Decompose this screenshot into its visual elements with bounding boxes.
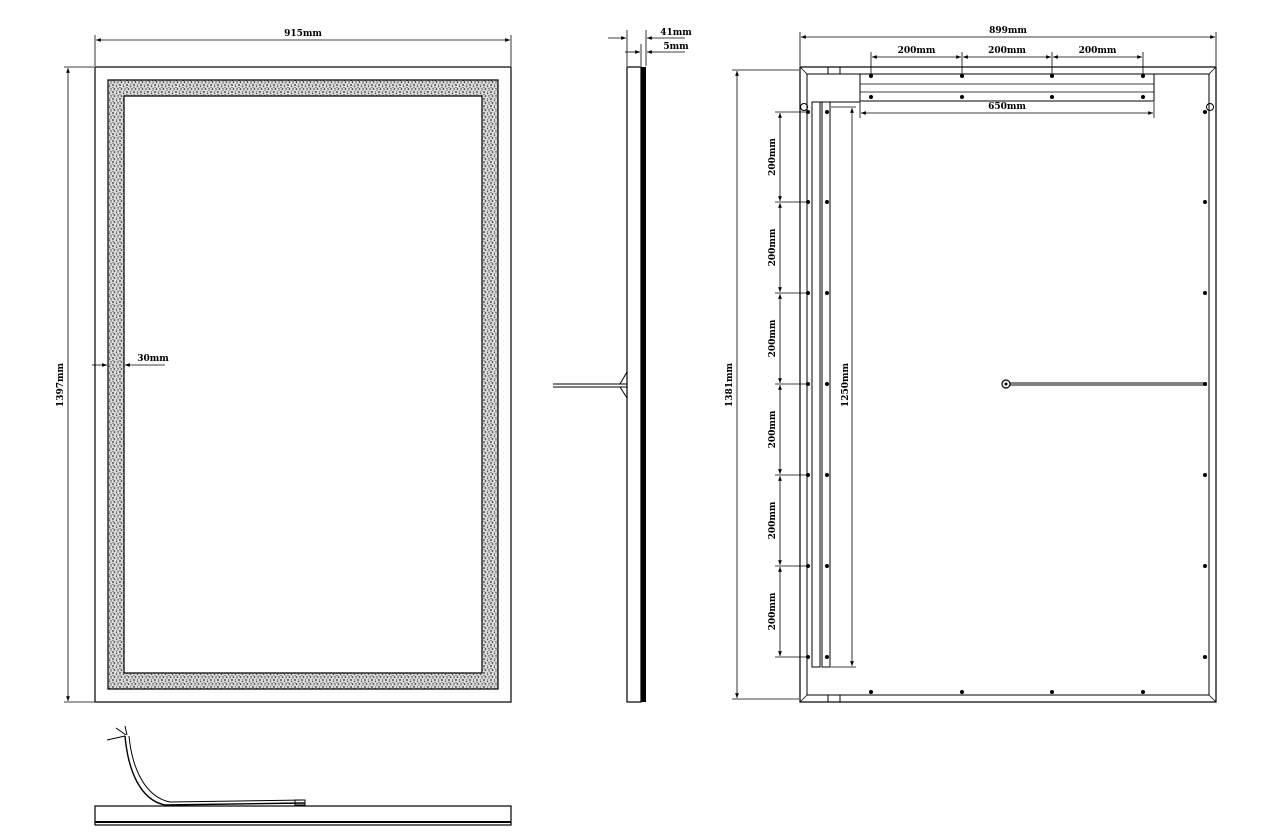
screw-hole [806, 200, 810, 204]
screw-hole [806, 473, 810, 477]
back-height-label: 1381mm [725, 362, 735, 407]
top-spacing-label: 200mm [1079, 46, 1117, 56]
screw-hole [1203, 110, 1207, 114]
screw-hole [825, 473, 829, 477]
screw-hole [806, 110, 810, 114]
top-spacing-label: 200mm [988, 46, 1026, 56]
screw-hole [1141, 690, 1145, 694]
depth-label: 41mm [660, 28, 692, 38]
glass-label: 5mm [663, 42, 689, 52]
border-label: 30mm [137, 354, 169, 364]
screw-hole [825, 110, 829, 114]
side-glass [641, 67, 646, 702]
side-view: 41mm 5mm [553, 28, 692, 703]
bottom-frame [94, 805, 512, 826]
left-spacing-label: 200mm [768, 410, 778, 448]
screw-hole [960, 74, 964, 78]
screw-hole [1050, 95, 1054, 99]
side-frame [626, 66, 642, 703]
screw-hole [825, 655, 829, 659]
screw-hole [1203, 564, 1207, 568]
top-mounting-bar [859, 73, 1155, 102]
left-spacing-label: 200mm [768, 501, 778, 539]
left-rail [811, 101, 821, 668]
rail-label: 1250mm [841, 362, 851, 407]
cable-entry [1001, 379, 1011, 389]
screw-hole [960, 690, 964, 694]
front-width-label: 915mm [284, 29, 322, 39]
screw-hole [1203, 655, 1207, 659]
screw-hole [806, 655, 810, 659]
front-outline [94, 66, 512, 703]
bar-label: 650mm [988, 102, 1026, 112]
screw-hole [825, 382, 829, 386]
screw-hole [806, 564, 810, 568]
top-spacing-label: 200mm [898, 46, 936, 56]
screw-hole [825, 564, 829, 568]
screw-hole [1203, 200, 1207, 204]
left-spacing-dimensions: 200mm 200mm 200mm 200mm 200mm 200mm [768, 111, 810, 658]
back-inner-frame [806, 73, 1210, 696]
screw-hole [869, 690, 873, 694]
screw-hole [806, 291, 810, 295]
screw-hole [1203, 473, 1207, 477]
front-led-border [107, 79, 499, 690]
left-spacing-label: 200mm [768, 319, 778, 357]
front-glass-area [123, 95, 483, 674]
top-spacing-dimensions: 200mm 200mm 200mm [870, 46, 1144, 74]
screw-hole [1203, 382, 1207, 386]
hook-top-left [800, 103, 808, 111]
front-view: 915mm 1397mm 30mm [56, 29, 512, 703]
screw-hole [869, 95, 873, 99]
bottom-cable [124, 735, 306, 806]
bottom-view [94, 725, 512, 826]
left-spacing-label: 200mm [768, 592, 778, 630]
screw-hole [1203, 291, 1207, 295]
screw-hole [1050, 74, 1054, 78]
screw-hole [825, 200, 829, 204]
screw-hole [806, 382, 810, 386]
left-spacing-label: 200mm [768, 228, 778, 266]
screw-hole [1141, 95, 1145, 99]
front-height-label: 1397mm [56, 362, 66, 407]
screw-hole [869, 74, 873, 78]
screw-hole [960, 95, 964, 99]
left-spacing-label: 200mm [768, 138, 778, 176]
hook-top-right [1206, 103, 1214, 111]
screw-holes [806, 74, 1207, 694]
back-width-label: 899mm [989, 26, 1027, 36]
screw-hole [825, 291, 829, 295]
back-outline [799, 66, 1217, 703]
screw-hole [1050, 690, 1054, 694]
screw-hole [1141, 74, 1145, 78]
